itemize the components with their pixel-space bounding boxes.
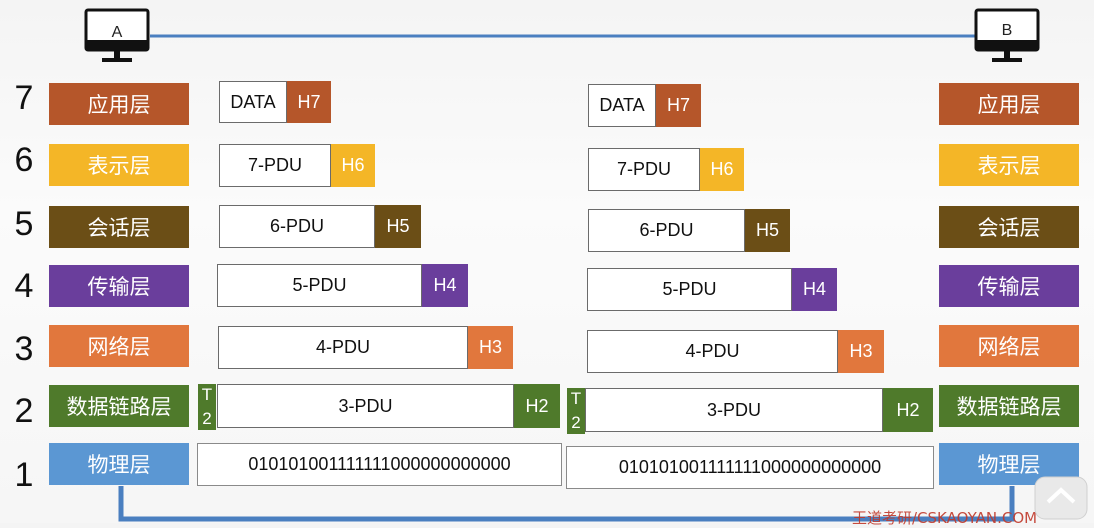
monitor-icon xyxy=(974,8,1040,62)
left-trailer-t: T xyxy=(201,385,213,404)
layer-number-2: 2 xyxy=(14,392,34,430)
right-trailer-t: T xyxy=(570,389,582,408)
left-header-h7: H7 xyxy=(287,81,331,123)
layer-number-1: 1 xyxy=(14,456,34,494)
right-bitstream: 010101001111111000000000000 xyxy=(566,446,934,489)
right-layer-application: 应用层 xyxy=(939,83,1079,125)
right-layer-presentation: 表示层 xyxy=(939,144,1079,186)
layer-number-7: 7 xyxy=(14,79,34,117)
right-pdu-body-3: 4-PDU xyxy=(587,330,838,373)
left-header-h2: H2 xyxy=(514,384,560,428)
chevron-up-icon[interactable] xyxy=(1034,476,1088,520)
right-pdu-body-4: 5-PDU xyxy=(587,268,792,311)
right-pdu-body-7: DATA xyxy=(588,84,656,127)
right-header-h7: H7 xyxy=(656,84,701,127)
left-pdu-body-5: 6-PDU xyxy=(219,205,375,248)
right-layer-transport: 传输层 xyxy=(939,265,1079,307)
right-trailer-t2: T 2 xyxy=(567,388,585,434)
left-layer-presentation: 表示层 xyxy=(49,144,189,186)
left-layer-network: 网络层 xyxy=(49,325,189,367)
left-header-h6: H6 xyxy=(331,144,375,187)
left-layer-physical: 物理层 xyxy=(49,443,189,485)
left-pdu-body-3: 4-PDU xyxy=(218,326,468,369)
left-pdu-body-7: DATA xyxy=(219,81,287,123)
left-layer-application: 应用层 xyxy=(49,83,189,125)
right-pdu-body-2: 3-PDU xyxy=(585,388,883,432)
right-pdu-body-6: 7-PDU xyxy=(588,148,700,191)
layer-number-5: 5 xyxy=(14,205,34,243)
host-b-label: B xyxy=(1001,22,1013,39)
right-layer-session: 会话层 xyxy=(939,206,1079,248)
right-header-h2: H2 xyxy=(883,388,933,432)
monitor-icon xyxy=(84,8,150,62)
layer-number-4: 4 xyxy=(14,267,34,305)
left-header-h5: H5 xyxy=(375,205,421,248)
layer-number-3: 3 xyxy=(14,330,34,368)
left-layer-transport: 传输层 xyxy=(49,265,189,307)
left-header-h3: H3 xyxy=(468,326,513,369)
left-bitstream: 010101001111111000000000000 xyxy=(197,443,562,486)
right-header-h4: H4 xyxy=(792,268,837,311)
right-trailer-2: 2 xyxy=(571,413,581,432)
left-trailer-2: 2 xyxy=(202,409,212,428)
right-header-h6: H6 xyxy=(700,148,744,191)
watermark: 王道考研/CSKAOYAN.COM xyxy=(852,509,1038,527)
right-layer-datalink: 数据链路层 xyxy=(939,385,1079,427)
right-pdu-body-5: 6-PDU xyxy=(588,209,745,252)
left-pdu-body-4: 5-PDU xyxy=(217,264,422,307)
layer-number-6: 6 xyxy=(14,141,34,179)
host-a: A xyxy=(84,8,152,69)
host-a-label: A xyxy=(111,24,123,41)
right-header-h3: H3 xyxy=(838,330,884,373)
left-layer-session: 会话层 xyxy=(49,206,189,248)
left-pdu-body-2: 3-PDU xyxy=(217,384,514,428)
right-header-h5: H5 xyxy=(745,209,790,252)
host-b: B xyxy=(974,8,1042,69)
left-layer-datalink: 数据链路层 xyxy=(49,385,189,427)
left-trailer-t2: T 2 xyxy=(198,384,216,430)
physical-loop-line xyxy=(118,486,1015,522)
left-pdu-body-6: 7-PDU xyxy=(219,144,331,187)
left-header-h4: H4 xyxy=(422,264,468,307)
right-layer-network: 网络层 xyxy=(939,325,1079,367)
